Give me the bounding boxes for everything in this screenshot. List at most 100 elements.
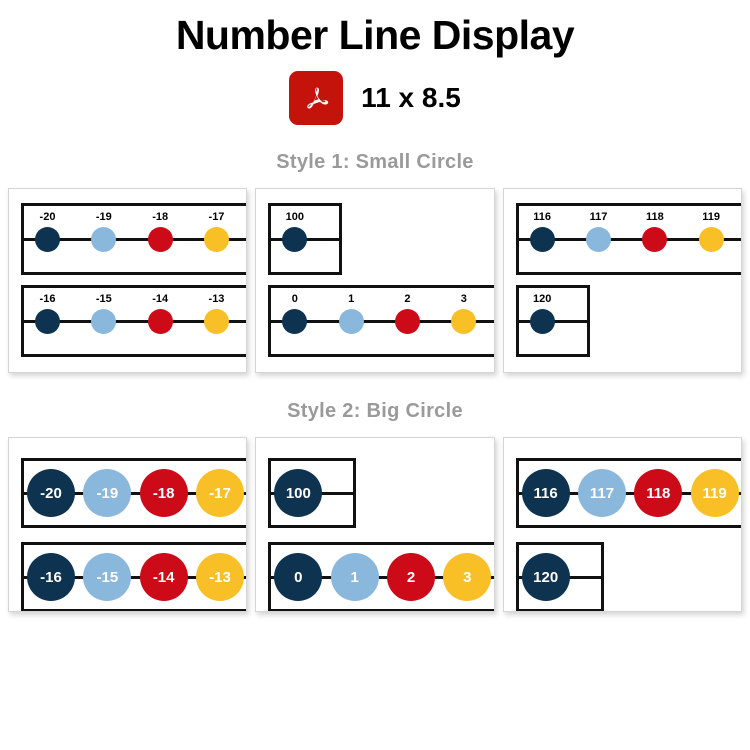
number-dot-label: 1 <box>348 292 355 305</box>
number-dot[interactable]: -20 <box>35 211 60 252</box>
number-dot[interactable]: -16 <box>35 293 60 334</box>
number-dot[interactable]: 116 <box>521 469 570 518</box>
number-line-rail-top <box>21 203 247 207</box>
number-dot-label: 120 <box>533 568 559 586</box>
number-line-rail-mid <box>21 575 247 579</box>
number-dot[interactable]: 1 <box>338 293 364 334</box>
number-line-cell: -19 <box>77 203 133 275</box>
number-dot-label: -17 <box>208 210 225 223</box>
number-dot[interactable]: 100 <box>274 469 323 518</box>
number-dot-label: 3 <box>460 292 467 305</box>
number-dot-label: 0 <box>291 292 298 305</box>
number-line-rail-top <box>515 542 604 546</box>
document-size-row: 11 x 8.5 <box>0 71 750 126</box>
number-line-row: 100 <box>268 458 493 529</box>
number-line-cell: 3 <box>437 285 493 357</box>
number-dot[interactable]: -15 <box>83 553 132 602</box>
number-dot[interactable]: 119 <box>698 211 724 252</box>
number-line-cell: -20 <box>21 203 77 275</box>
number-dot[interactable]: -18 <box>147 211 173 252</box>
number-dot-label: 100 <box>285 484 311 502</box>
number-line-rail-top <box>21 542 247 546</box>
number-dot[interactable]: -19 <box>83 469 132 518</box>
number-dot[interactable]: 3 <box>443 553 492 602</box>
number-line-cell: -15 <box>77 285 133 357</box>
number-dot[interactable]: 2 <box>386 553 435 602</box>
number-line-left-edge <box>268 458 272 529</box>
number-line-rail-top <box>515 203 741 207</box>
number-dot[interactable]: 117 <box>585 211 611 252</box>
number-line-rail-bot <box>268 272 343 276</box>
number-dot[interactable]: -20 <box>27 469 75 518</box>
number-dot[interactable]: 120 <box>521 553 570 602</box>
number-line-rail-bot <box>268 609 494 612</box>
number-line-cell: -18 <box>134 458 190 528</box>
number-dot-label: 118 <box>646 484 671 502</box>
number-dot[interactable]: 119 <box>690 469 739 518</box>
number-line-cell: -17 <box>190 458 246 528</box>
number-line-card: 116 117 118 119 120 <box>502 188 742 374</box>
number-dot[interactable]: -15 <box>91 293 117 334</box>
number-dot[interactable]: 120 <box>529 293 555 334</box>
number-dot[interactable]: 2 <box>394 293 420 334</box>
number-line-row: 0 1 2 3 <box>268 285 494 358</box>
number-line-left-edge <box>515 458 519 529</box>
number-line-rail-top <box>268 542 494 546</box>
number-dot[interactable]: -19 <box>91 211 117 252</box>
number-line-cell: 116 <box>516 458 572 528</box>
number-dot[interactable]: -14 <box>147 293 173 334</box>
number-dot-label: -14 <box>152 292 169 305</box>
number-dot[interactable]: 118 <box>634 469 683 518</box>
number-line-cell: 117 <box>572 203 628 275</box>
number-line-cell: -14 <box>134 285 190 357</box>
number-dot[interactable]: 100 <box>282 211 308 252</box>
number-dot[interactable]: -17 <box>195 469 244 518</box>
number-dot[interactable]: -17 <box>203 211 229 252</box>
number-dot[interactable]: -14 <box>139 553 188 602</box>
number-line-rail-top <box>21 285 247 289</box>
number-dot[interactable]: 118 <box>642 211 668 252</box>
number-line-rail-mid <box>515 491 741 495</box>
number-line-row: -20-19 -18 -17 <box>21 458 247 529</box>
number-dot[interactable]: 3 <box>451 293 477 334</box>
number-dot[interactable]: 1 <box>330 553 379 602</box>
number-dot-label: -15 <box>96 568 119 586</box>
number-line-cell: 119 <box>685 203 741 275</box>
number-line-dots: 116 117 118 119 <box>516 458 741 528</box>
number-line-cell: 118 <box>628 458 684 528</box>
number-dot-label: 2 <box>406 568 416 586</box>
card-row-style-1: -20 -19 -18 -17 -16 -15 -14 -13 100 0 1 2 3 116 117 118… <box>0 188 750 374</box>
number-dot-label: 117 <box>589 210 608 223</box>
number-dot[interactable]: 0 <box>274 553 323 602</box>
number-line-left-edge <box>21 203 24 276</box>
page-title: Number Line Display <box>175 12 575 58</box>
number-line-cell: -20 <box>21 458 77 528</box>
number-dot[interactable]: -18 <box>139 469 188 518</box>
number-dot-label: -15 <box>95 292 112 305</box>
number-dot[interactable]: -13 <box>195 553 244 602</box>
number-dot-label: -18 <box>152 484 175 502</box>
number-line-cell: -17 <box>190 203 246 275</box>
number-dot[interactable]: 117 <box>577 469 626 518</box>
number-line-cell: 120 <box>516 542 576 611</box>
number-line-rail-top <box>515 458 741 462</box>
number-line-cell: 0 <box>268 285 324 357</box>
number-line-left-edge <box>268 542 272 612</box>
number-line-cell: 118 <box>628 203 684 275</box>
pdf-icon <box>289 71 344 126</box>
number-line-cell: -18 <box>134 203 190 275</box>
document-size-label: 11 x 8.5 <box>361 82 461 114</box>
number-dot-label: 116 <box>533 484 558 502</box>
number-dot[interactable]: -13 <box>203 293 229 334</box>
number-dot[interactable]: 0 <box>282 293 308 334</box>
number-dot[interactable]: -16 <box>27 553 75 602</box>
number-dot-label: 3 <box>463 568 472 586</box>
number-line-cell: 3 <box>437 542 493 611</box>
number-line-row: -16 -15 -14-13 <box>21 542 247 612</box>
number-dot[interactable]: 116 <box>529 211 555 252</box>
number-line-rail-bot <box>515 609 604 612</box>
number-dot-label: 116 <box>533 210 552 223</box>
number-line-row: -16 -15 -14 -13 <box>21 285 247 358</box>
